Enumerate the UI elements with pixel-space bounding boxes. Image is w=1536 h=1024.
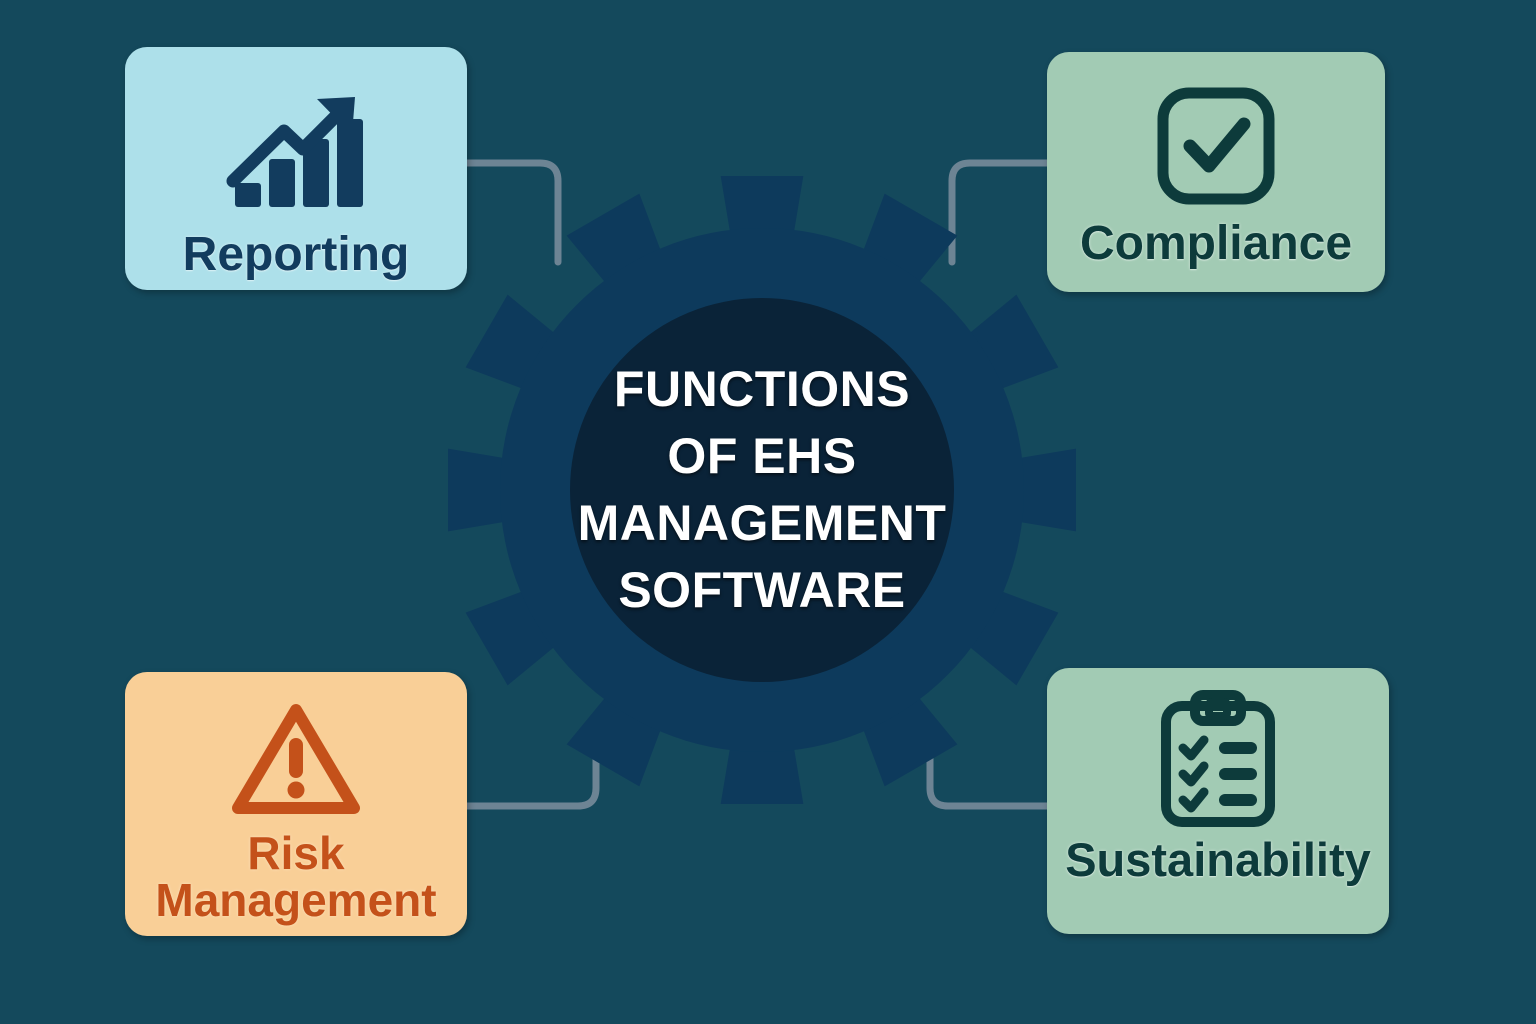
node-card-reporting-label: Reporting xyxy=(182,228,410,281)
node-card-compliance-label: Compliance xyxy=(1079,217,1353,270)
node-card-risk-management[interactable]: Risk Management xyxy=(125,672,467,936)
connector-compliance xyxy=(948,159,1051,266)
node-card-sustainability-label: Sustainability xyxy=(1065,833,1371,886)
center-gear: FUNCTIONS OF EHS MANAGEMENT SOFTWARE xyxy=(444,172,1080,808)
node-card-compliance[interactable]: Compliance xyxy=(1047,52,1385,292)
warning-triangle-icon xyxy=(232,704,360,814)
connector-reporting xyxy=(461,159,562,266)
gear-icon xyxy=(444,172,1080,808)
clipboard-checklist-icon xyxy=(1161,690,1275,827)
node-card-reporting[interactable]: Reporting xyxy=(125,47,467,290)
connector-sustainability xyxy=(926,730,1051,810)
node-card-sustainability[interactable]: Sustainability xyxy=(1047,668,1389,934)
connector-risk xyxy=(461,730,600,810)
node-card-risk-management-label: Risk Management xyxy=(155,827,437,926)
checkbox-check-icon xyxy=(1157,87,1275,205)
bar-chart-growth-icon xyxy=(226,97,363,207)
